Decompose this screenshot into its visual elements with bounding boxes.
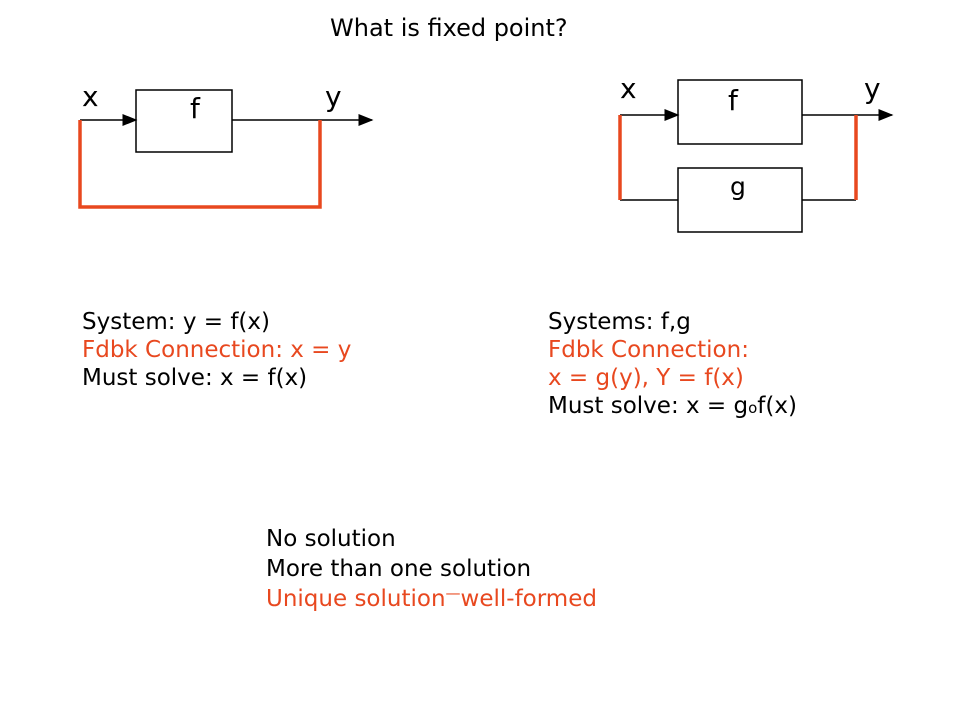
right-block-f-label: f: [728, 84, 738, 117]
left-input-label: x: [82, 80, 99, 113]
right-input-label: x: [620, 72, 637, 105]
right-systems-line: Systems: f,g: [548, 309, 691, 335]
right-block-g-label: g: [730, 172, 746, 201]
left-block-f: [135, 89, 233, 153]
right-feedback-line: Fdbk Connection:: [548, 337, 749, 363]
left-system-text: System: y = f(x) Fdbk Connection: x = y …: [82, 308, 351, 392]
unique-solution-text: Unique solution: [266, 586, 446, 612]
right-output-label: y: [864, 72, 881, 105]
compose-circle: o: [748, 399, 758, 417]
left-feedback-line: Fdbk Connection: x = y: [82, 337, 352, 363]
right-diagram: [618, 79, 894, 233]
right-solve-line: Must solve: x = gof(x): [548, 392, 797, 422]
multiple-solution-line: More than one solution: [266, 556, 532, 582]
right-block-f: [677, 79, 803, 145]
left-diagram: [78, 89, 374, 209]
solution-cases: No solution More than one solution Uniqu…: [266, 524, 597, 616]
right-equations-line: x = g(y), Y = f(x): [548, 365, 744, 391]
page-title: What is fixed point?: [330, 14, 568, 42]
left-solve-line: Must solve: x = f(x): [82, 365, 308, 391]
left-feedback-loop: [78, 120, 322, 209]
left-system-line: System: y = f(x): [82, 309, 270, 335]
no-solution-line: No solution: [266, 526, 396, 552]
em-dash: —: [445, 584, 461, 602]
right-system-text: Systems: f,g Fdbk Connection: x = g(y), …: [548, 308, 797, 422]
well-formed-text: well-formed: [460, 586, 597, 612]
unique-solution-line: Unique solution—well-formed: [266, 584, 597, 616]
right-solve-suffix: f(x): [757, 393, 797, 419]
left-block-label: f: [190, 92, 200, 125]
left-output-label: y: [325, 80, 342, 113]
right-solve-prefix: Must solve: x = g: [548, 393, 749, 419]
